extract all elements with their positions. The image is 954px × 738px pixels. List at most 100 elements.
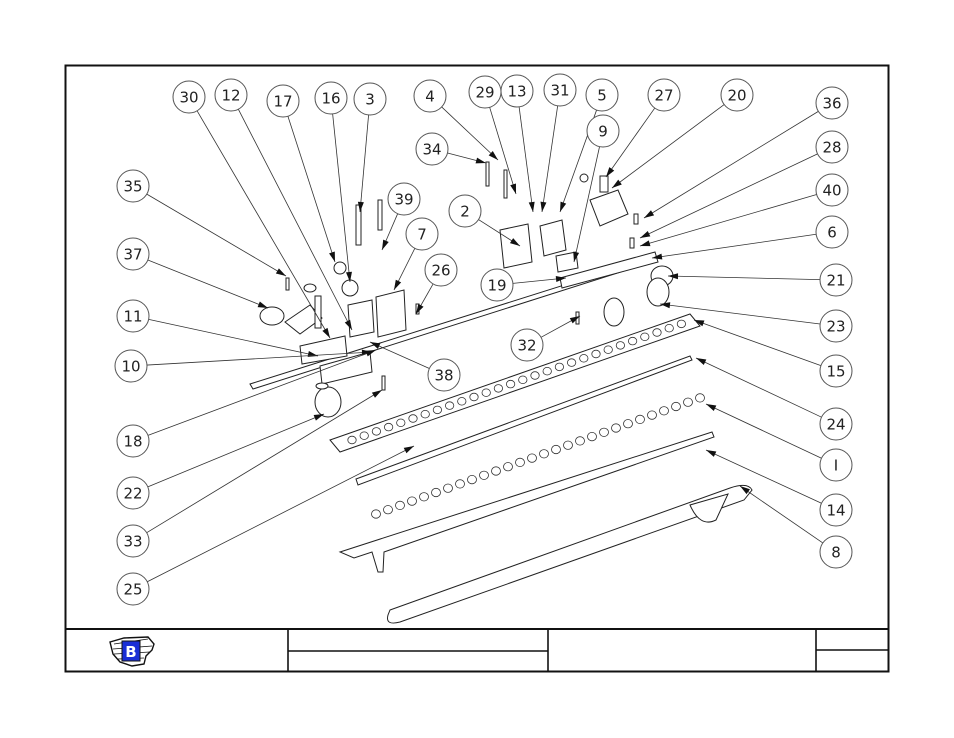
callout-balloon xyxy=(647,78,681,112)
callout-40: 40 xyxy=(639,173,849,247)
logo-letter: B xyxy=(125,643,136,661)
leader-arrowhead xyxy=(660,302,671,309)
callout-balloon xyxy=(819,493,853,527)
callout-number: 2 xyxy=(460,203,470,221)
callout-balloon xyxy=(448,194,482,228)
leader-line xyxy=(705,449,822,504)
callout-balloon xyxy=(585,78,619,112)
leader-arrowhead xyxy=(488,150,498,160)
callout-21: 21 xyxy=(667,263,853,297)
callout-balloon xyxy=(427,358,461,392)
leader-arrowhead xyxy=(345,271,352,282)
callout-balloon xyxy=(413,79,447,113)
leader-line xyxy=(693,319,822,366)
leader-line xyxy=(369,341,430,369)
leader-arrowhead xyxy=(696,358,707,365)
callout-15: 15 xyxy=(693,319,853,388)
callout-8: 8 xyxy=(739,485,853,569)
leader-arrowhead xyxy=(329,251,335,262)
callout-balloon xyxy=(353,82,387,116)
leader-line xyxy=(237,109,353,331)
leader-arrowhead xyxy=(706,404,717,411)
callout-number: 16 xyxy=(321,90,340,108)
callout-4: 4 xyxy=(413,79,499,161)
callout-balloon xyxy=(116,237,150,271)
callout-7: 7 xyxy=(393,217,439,291)
callout-balloon xyxy=(819,407,853,441)
leader-arrowhead xyxy=(322,327,330,338)
leader-line xyxy=(639,153,818,239)
company-logo: B xyxy=(109,636,155,667)
callout-number: 32 xyxy=(517,337,536,355)
part-housing-20 xyxy=(589,189,629,227)
leader-line xyxy=(359,114,369,213)
leader-line xyxy=(611,104,725,189)
callout-balloon xyxy=(815,215,849,249)
leader-arrowhead xyxy=(528,201,535,212)
leader-arrowhead xyxy=(540,201,547,212)
callout-balloon xyxy=(314,81,348,115)
callout-balloon xyxy=(815,130,849,164)
callout-number: 14 xyxy=(826,502,845,520)
callout-balloon xyxy=(500,74,534,108)
leader-line xyxy=(287,116,336,263)
leader-arrowhead xyxy=(694,320,705,327)
callout-number: I xyxy=(834,457,838,475)
leader-line xyxy=(643,111,819,219)
leader-line xyxy=(659,303,821,325)
callout-balloon xyxy=(819,535,853,569)
leader-line xyxy=(146,351,373,366)
callout-18: 18 xyxy=(116,349,377,458)
callout-number: 10 xyxy=(121,358,140,376)
leader-arrowhead xyxy=(382,239,389,250)
callout-5: 5 xyxy=(559,78,619,213)
callout-number: 38 xyxy=(434,367,453,385)
callout-number: 31 xyxy=(550,82,569,100)
callout-number: 17 xyxy=(273,93,292,111)
callout-balloon xyxy=(480,268,514,302)
part-plate-13 xyxy=(539,219,567,257)
leader-arrowhead xyxy=(640,231,651,238)
leader-arrowhead xyxy=(612,179,622,188)
callout-balloon xyxy=(116,299,150,333)
callout-balloon xyxy=(116,169,150,203)
callout-balloon xyxy=(586,114,620,148)
leader-arrowhead xyxy=(394,279,402,290)
callout-balloon xyxy=(172,80,206,114)
callout-balloon xyxy=(116,572,150,606)
callout-9: 9 xyxy=(573,114,620,263)
callout-32: 32 xyxy=(510,315,581,362)
callout-balloon xyxy=(116,476,150,510)
callout-balloon xyxy=(387,182,421,216)
callout-6: 6 xyxy=(651,215,849,260)
callout-number: 34 xyxy=(422,141,441,159)
leader-arrowhead xyxy=(313,414,324,421)
leader-arrowhead xyxy=(357,201,364,212)
belt-holes xyxy=(371,393,705,519)
callout-number: 40 xyxy=(822,182,841,200)
leader-line xyxy=(605,107,656,178)
callout-number: 25 xyxy=(123,581,142,599)
part-channel-bottom xyxy=(387,484,753,624)
callout-34: 34 xyxy=(415,132,487,166)
callout-number: 26 xyxy=(431,262,450,280)
callout-number: 6 xyxy=(827,224,837,242)
leader-arrowhead xyxy=(416,303,424,314)
callout-balloon xyxy=(819,309,853,343)
callout-12: 12 xyxy=(214,78,353,331)
leader-arrowhead xyxy=(573,251,580,262)
callout-37: 37 xyxy=(116,237,269,309)
callout-number: 15 xyxy=(826,363,845,381)
callout-number: 18 xyxy=(123,433,142,451)
callout-number: 7 xyxy=(417,226,427,244)
callout-39: 39 xyxy=(381,182,421,251)
leader-arrowhead xyxy=(668,273,679,280)
leader-line xyxy=(146,193,287,277)
callout-balloon xyxy=(815,86,849,120)
callout-14: 14 xyxy=(705,449,853,527)
leader-arrowhead xyxy=(344,319,352,330)
callout-number: 21 xyxy=(826,272,845,290)
leader-line xyxy=(667,275,821,281)
